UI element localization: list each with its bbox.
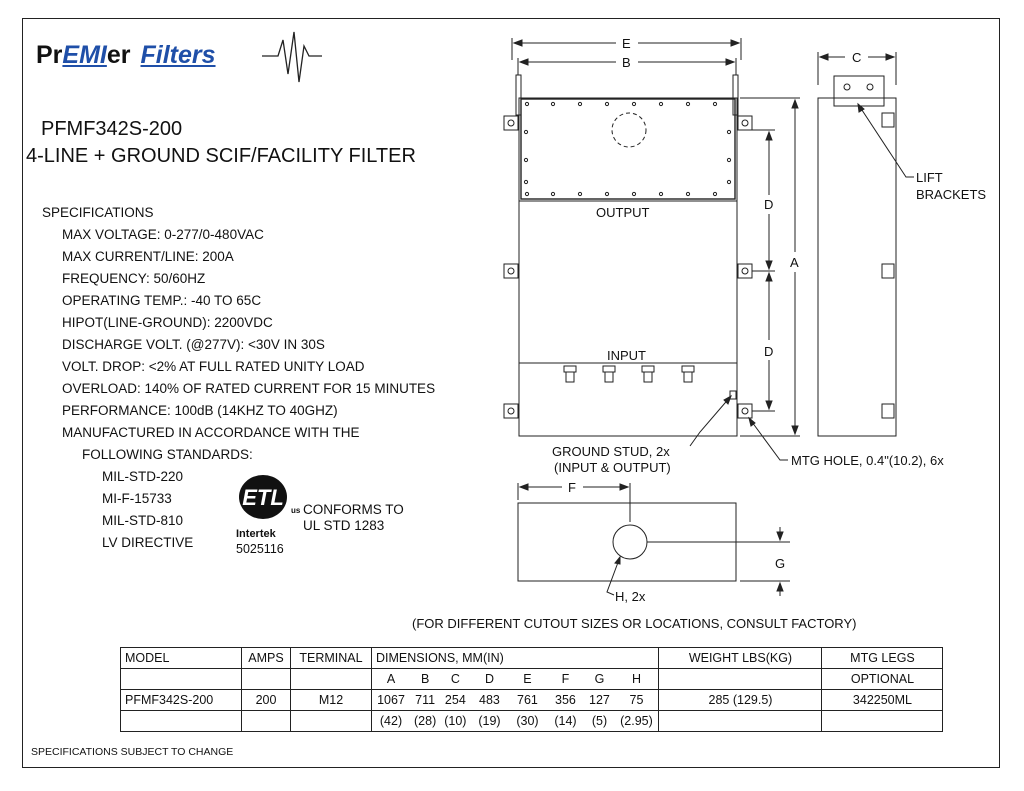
standard-item: MI-F-15733 (102, 491, 172, 506)
dim-e-label: E (622, 36, 631, 51)
spec-item: PERFORMANCE: 100dB (14KHZ TO 40GHZ) (62, 403, 338, 418)
dim-mm: 1067 (371, 689, 410, 711)
h-label: H, 2x (615, 589, 646, 604)
spec-item: DISCHARGE VOLT. (@277V): <30V IN 30S (62, 337, 325, 352)
row-terminal: M12 (290, 689, 372, 711)
logo-filters: Filters (140, 41, 216, 69)
output-label: OUTPUT (596, 205, 650, 220)
footer-note: SPECIFICATIONS SUBJECT TO CHANGE (31, 746, 234, 758)
dim-letter: H (614, 668, 660, 690)
dim-mm: 75 (614, 689, 660, 711)
spec-item: OVERLOAD: 140% OF RATED CURRENT FOR 15 M… (62, 381, 436, 396)
header-mtg: MTG LEGS (821, 647, 944, 669)
logo-er: er (106, 41, 131, 69)
row-amps: 200 (241, 689, 291, 711)
spec-item: OPERATING TEMP.: -40 TO 65C (62, 293, 262, 308)
lift-brackets-line1: LIFT (916, 170, 943, 185)
table-row: PFMF342S-200 200 M12 1067 711 254 483 76… (120, 689, 944, 711)
dim-mm: 761 (508, 689, 547, 711)
dim-mm: 711 (410, 689, 441, 711)
standard-item: MIL-STD-810 (102, 513, 184, 528)
company-logo: PrEMIer Filters (36, 41, 216, 70)
standard-item: MIL-STD-220 (102, 469, 184, 484)
drawing-frame (22, 18, 1000, 768)
row-model: PFMF342S-200 (120, 689, 242, 711)
dim-in: (28) (410, 710, 441, 732)
dim-letter: B (410, 668, 441, 690)
ground-stud-line1: GROUND STUD, 2x (552, 444, 670, 459)
lift-brackets-line2: BRACKETS (916, 187, 987, 202)
spec-following: FOLLOWING STANDARDS: (82, 447, 253, 462)
model-title: PFMF342S-200 (41, 118, 183, 140)
dim-letter: G (584, 668, 615, 690)
logo-pr: Pr (36, 41, 63, 69)
header-terminal: TERMINAL (290, 647, 372, 669)
spec-table: MODEL AMPS TERMINAL DIMENSIONS, MM(IN) W… (120, 647, 944, 732)
spec-item: MAX VOLTAGE: 0-277/0-480VAC (62, 227, 264, 242)
conforms-line2: UL STD 1283 (303, 518, 385, 533)
dim-letter: F (546, 668, 585, 690)
table-row: MODEL AMPS TERMINAL DIMENSIONS, MM(IN) W… (120, 647, 944, 669)
dim-in: (10) (440, 710, 471, 732)
dim-letter: C (440, 668, 471, 690)
dim-in: (5) (584, 710, 615, 732)
header-weight: WEIGHT LBS(KG) (658, 647, 823, 669)
spec-item: MAX CURRENT/LINE: 200A (62, 249, 234, 264)
dim-f-label: F (568, 480, 576, 495)
dim-b-label: B (622, 55, 631, 70)
dim-mm: 127 (584, 689, 615, 711)
spec-item: HIPOT(LINE-GROUND): 2200VDC (62, 315, 273, 330)
ground-stud-line2: (INPUT & OUTPUT) (554, 460, 671, 475)
logo-emi: EMI (62, 41, 107, 69)
spec-item: MANUFACTURED IN ACCORDANCE WITH THE (62, 425, 360, 440)
dim-c-label: C (852, 50, 862, 65)
spec-heading: SPECIFICATIONS (42, 205, 154, 220)
dim-a-label: A (790, 255, 799, 270)
dim-in: (30) (508, 710, 547, 732)
conforms-line1: CONFORMS TO (303, 502, 404, 517)
dim-d-upper-label: D (764, 197, 774, 212)
dim-letter: E (508, 668, 547, 690)
dim-mm: 254 (440, 689, 471, 711)
dim-in: (2.95) (614, 710, 660, 732)
mtg-optional: OPTIONAL (821, 668, 944, 690)
dim-mm: 356 (546, 689, 585, 711)
header-model: MODEL (120, 647, 242, 669)
row-weight: 285 (129.5) (658, 689, 823, 711)
cert-number: 5025116 (236, 542, 284, 556)
table-row: (42) (28) (10) (19) (30) (14) (5) (2.95) (120, 710, 944, 732)
dim-d-lower-label: D (764, 344, 774, 359)
dim-g-label: G (775, 556, 786, 571)
table-row: A B C D E F G H OPTIONAL (120, 668, 944, 690)
product-subtitle: 4-LINE + GROUND SCIF/FACILITY FILTER (26, 145, 416, 167)
dim-in: (14) (546, 710, 585, 732)
input-label: INPUT (607, 348, 646, 363)
dim-letter: D (470, 668, 509, 690)
dim-mm: 483 (470, 689, 509, 711)
header-amps: AMPS (241, 647, 291, 669)
mtg-hole-label: MTG HOLE, 0.4"(10.2), 6x (791, 453, 944, 468)
header-dimensions: DIMENSIONS, MM(IN) (370, 647, 660, 669)
spec-item: FREQUENCY: 50/60HZ (62, 271, 206, 286)
standard-item: LV DIRECTIVE (102, 535, 194, 550)
dim-in: (42) (371, 710, 410, 732)
dim-in: (19) (470, 710, 509, 732)
cutout-note: (FOR DIFFERENT CUTOUT SIZES OR LOCATIONS… (412, 616, 857, 631)
row-mtg: 342250ML (821, 689, 944, 711)
spec-item: VOLT. DROP: <2% AT FULL RATED UNITY LOAD (62, 359, 365, 374)
dim-letter: A (371, 668, 410, 690)
